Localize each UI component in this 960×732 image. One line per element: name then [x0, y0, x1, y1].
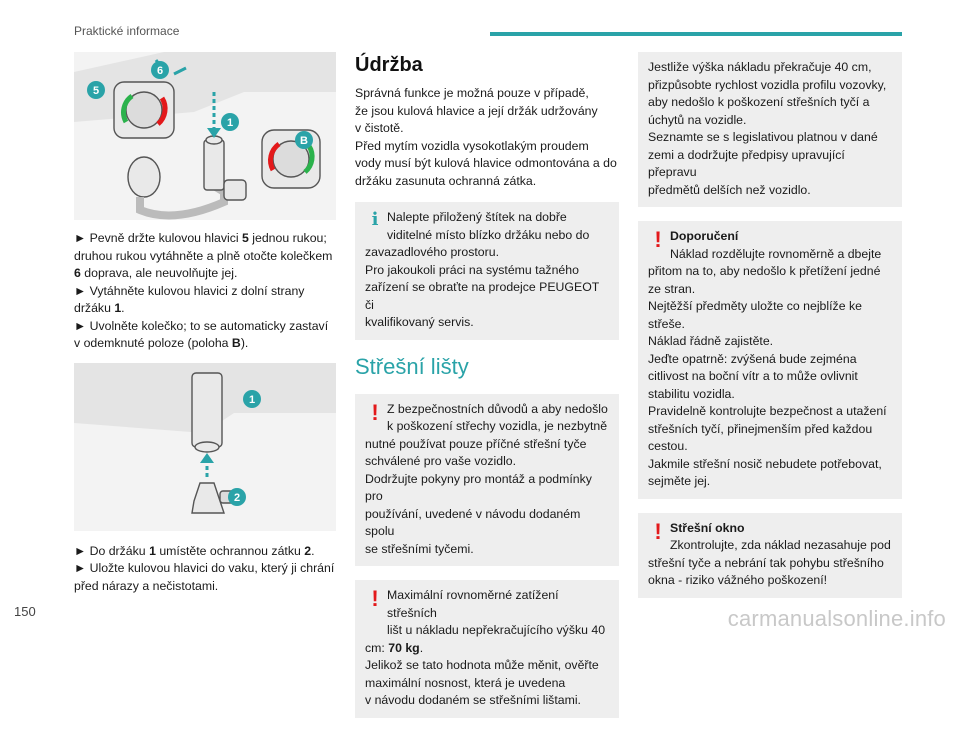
removal-steps: ► Pevně držte kulovou hlavici 5 jednou r…	[74, 231, 333, 350]
callout-1-label: 1	[227, 117, 233, 129]
roof-bars-heading: Střešní lišty	[355, 353, 469, 379]
warning-icon: !	[371, 586, 379, 611]
callout-2-label: 2	[234, 492, 240, 504]
warning-icon: !	[371, 399, 379, 425]
load-height-note: Jestliže výška nákladu překračuje 40 cm,…	[638, 52, 902, 207]
callout-5	[87, 81, 105, 99]
towbar-removal-illustration: 5 6 1 B	[74, 52, 336, 220]
callout-5-label: 5	[93, 85, 99, 97]
callout-B	[295, 131, 313, 149]
max-load-warning: ! Maximální rovnoměrné zatížení střešníc…	[355, 580, 619, 718]
info-icon: i	[371, 209, 379, 230]
callout-2	[228, 487, 246, 506]
cap-drawing: 1 2	[74, 362, 336, 514]
page-number: 150	[14, 604, 36, 619]
max-load-value: 70 kg	[388, 640, 420, 655]
callout-1-label: 1	[249, 394, 255, 406]
roof-bars-safety-warning: ! Z bezpečnostních důvodů a aby nedošlo …	[355, 393, 619, 566]
ball-head-drawing	[127, 135, 247, 220]
recommendation-title: Doporučení	[670, 229, 739, 243]
watermark: carmanualsonline.info	[727, 606, 946, 631]
locking-wheel-drawing	[113, 81, 175, 139]
column-1: 5 6 1 B ► Pevně držte kulovou hlavici 5 …	[74, 52, 336, 595]
callout-6-label: 6	[157, 65, 163, 77]
maintenance-heading: Údržba	[355, 54, 423, 76]
maintenance-text: Správná funkce je možná pouze v případě,…	[355, 86, 617, 188]
column-2: Údržba Správná funkce je možná pouze v p…	[355, 52, 619, 732]
callout-B-label: B	[300, 135, 308, 147]
warning-icon: !	[654, 227, 662, 252]
header-accent-bar	[490, 32, 902, 36]
callout-1	[221, 113, 239, 131]
towbar-drawing: 5 6 1 B	[74, 52, 336, 220]
callout-1	[243, 389, 261, 408]
sunroof-title: Střešní okno	[670, 520, 745, 535]
cap-steps: ► Do držáku 1 umístěte ochrannou zátku 2…	[74, 543, 335, 593]
callout-6	[151, 61, 169, 79]
section-header: Praktické informace	[74, 24, 180, 38]
sunroof-warning: ! Střešní okno Zkontrolujte, zda náklad …	[638, 512, 902, 598]
column-3: Jestliže výška nákladu překračuje 40 cm,…	[638, 52, 902, 612]
recommendation-warning: ! Doporučení Náklad rozdělujte rovnoměrn…	[638, 221, 902, 499]
warning-icon: !	[654, 518, 662, 544]
label-info-note: i Nalepte přiložený štítek na dobře vidi…	[355, 202, 619, 340]
cap-insertion-illustration: 1 2	[74, 362, 336, 531]
